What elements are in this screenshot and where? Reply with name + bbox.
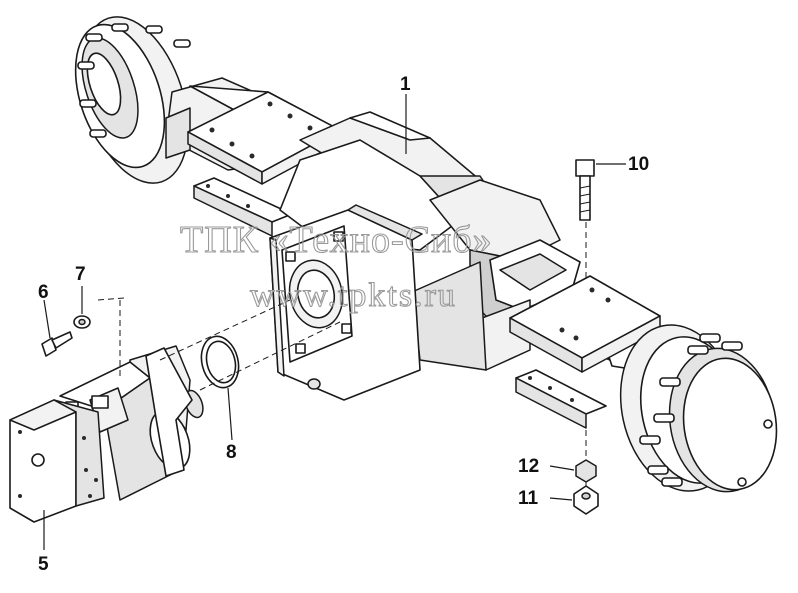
watermark-line-1: ТПК «Техно-Сиб»: [180, 219, 493, 261]
right-wheel-hub: [619, 324, 778, 493]
nut-11: [573, 485, 599, 515]
hydraulic-motor: [9, 345, 204, 523]
callout-1: 1: [400, 74, 411, 95]
callout-10: 10: [628, 154, 649, 175]
left-lower-bracket: [193, 177, 293, 237]
callout-5: 5: [38, 554, 49, 575]
bolt-10: [575, 159, 595, 221]
right-spring-plate: [509, 275, 661, 373]
bolt-6: [41, 331, 73, 357]
nut-12: [575, 459, 597, 483]
callout-11: 11: [518, 488, 539, 509]
o-ring: [200, 335, 240, 389]
washer-7: [73, 315, 91, 329]
callout-6: 6: [38, 282, 49, 303]
right-lower-bracket: [515, 369, 607, 429]
callout-7: 7: [75, 264, 86, 285]
leader-lines: [43, 94, 626, 550]
left-wheel-hub: [74, 16, 191, 184]
watermark-line-2: www.tpkts.ru: [250, 277, 457, 314]
axle-housing: [269, 111, 581, 401]
callout-8: 8: [226, 442, 237, 463]
callout-12: 12: [518, 456, 539, 477]
